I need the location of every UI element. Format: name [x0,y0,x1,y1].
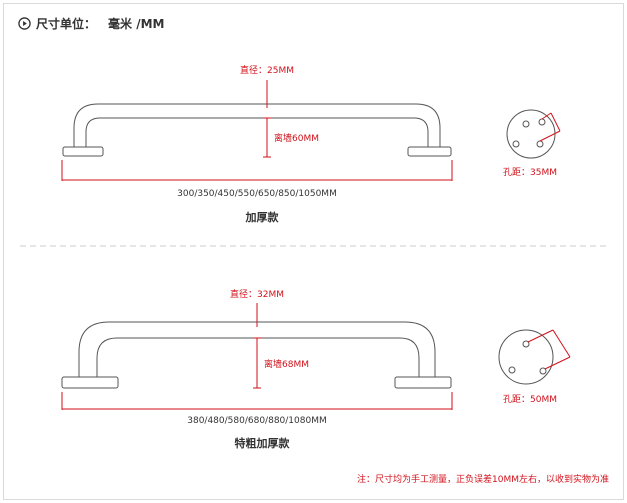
top-length-label: 300/350/450/550/650/850/1050MM [177,189,337,199]
unit-value: 毫米 /MM [108,16,165,31]
bottom-mount-plate [498,329,571,385]
bottom-dimensions [61,303,453,410]
bottom-wall-label: 离墙68MM [264,358,309,370]
bottom-title: 特粗加厚款 [235,436,291,450]
measurement-note: 注：尺寸均为手工测量，正负误差10MM左右，以收到实物为准 [357,473,609,485]
top-diameter-label: 直径：25MM [240,64,294,76]
top-dimensions [61,80,453,181]
diagram-frame [3,3,624,500]
top-wall-label: 离墙60MM [274,132,319,144]
top-title: 加厚款 [245,210,280,224]
bottom-hole-label: 孔距：50MM [503,394,557,405]
top-hole-label: 孔距：35MM [503,167,557,178]
grab-bar-standard [62,103,452,157]
top-mount-plate [506,109,561,159]
header: 尺寸单位： 毫米 /MM [18,14,164,32]
bottom-diameter-label: 直径：32MM [230,288,284,300]
play-circle-icon [18,16,31,30]
bottom-length-label: 380/480/580/680/880/1080MM [187,416,327,426]
unit-label: 尺寸单位： [36,16,97,31]
